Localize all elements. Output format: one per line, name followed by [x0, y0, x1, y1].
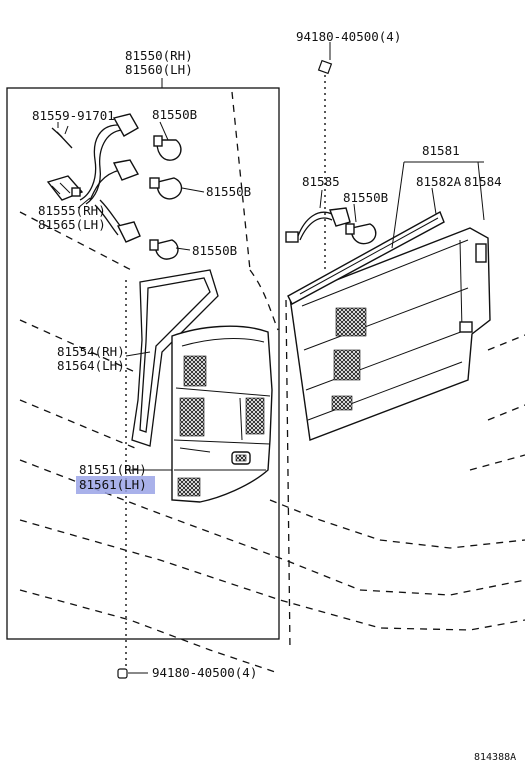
label-bulb-3[interactable]: 81550B [192, 243, 237, 258]
center-housing [289, 227, 491, 441]
bulb-3 [149, 239, 179, 260]
screw [51, 125, 73, 149]
label-lamp-assy-rh[interactable]: 81550(RH) [125, 48, 193, 63]
label-housing-center[interactable]: 81584 [464, 174, 502, 189]
center-bulb [345, 223, 377, 245]
label-lamp-assy-lh[interactable]: 81560(LH) [125, 62, 193, 77]
vehicle-body-outline [19, 91, 525, 673]
label-gasket-rh[interactable]: 81554(RH) [57, 344, 125, 359]
gasket [131, 269, 219, 447]
center-lens-strip [287, 211, 445, 305]
label-license-lamp[interactable]: 81581 [422, 143, 460, 158]
socket-wiring [46, 113, 141, 243]
center-socket [285, 207, 351, 243]
bulb-2 [149, 177, 183, 200]
label-bulb-1[interactable]: 81550B [152, 107, 197, 122]
tail-lamp-lens [171, 325, 273, 503]
label-lens-center[interactable]: 81582A [416, 174, 462, 189]
label-bulb-center[interactable]: 81550B [343, 190, 388, 205]
label-screw[interactable]: 81559-91701 [32, 108, 115, 123]
label-socket-center[interactable]: 81585 [302, 174, 340, 189]
label-socket-rh[interactable]: 81555(RH) [38, 203, 106, 218]
label-socket-lh[interactable]: 81565(LH) [38, 217, 106, 232]
label-bolt-bottom[interactable]: 94180-40500(4) [152, 665, 257, 680]
bolt-bottom [117, 668, 148, 679]
label-bolt-top[interactable]: 94180-40500(4) [296, 29, 401, 44]
label-lens-rh[interactable]: 81551(RH) [79, 462, 147, 477]
label-lens-lh[interactable]: 81561(LH) [79, 477, 147, 492]
bulb-1 [153, 135, 182, 161]
labels: 94180-40500(4) 81550(RH) 81560(LH) 81559… [32, 29, 516, 763]
label-gasket-lh[interactable]: 81564(LH) [57, 358, 125, 373]
label-bulb-2[interactable]: 81550B [206, 184, 251, 199]
diagram-code: 814388A [474, 752, 516, 763]
lamp-assembly-frame [6, 87, 280, 640]
leader-lines [57, 42, 485, 471]
highlight-box [76, 476, 155, 494]
bolt-top [317, 59, 333, 75]
